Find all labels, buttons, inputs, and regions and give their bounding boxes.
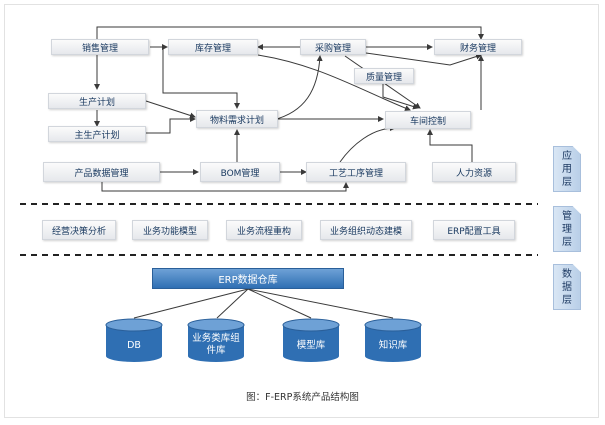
connector-warehouse-db [133,288,249,319]
node-master-plan: 主生产计划 [48,126,146,142]
connector-warehouse-component [216,288,249,319]
node-biz-model: 业务功能模型 [132,220,208,240]
node-workshop: 车间控制 [385,111,471,129]
layer-data-badge: 数据层 [553,264,581,310]
label-model: 模型库 [296,340,326,351]
layer-management-label: 管理层 [562,210,572,248]
connector-inventory-workshop [257,54,411,111]
connector-inventory-mrp [162,47,240,109]
node-product-data: 产品数据管理 [43,162,160,182]
diagram-frame [4,4,599,418]
node-process: 工艺工序管理 [306,162,406,182]
node-production-plan: 生产计划 [48,93,146,109]
figure-caption: 图：F-ERP系统产品结构图 [246,392,359,403]
node-purchasing: 采购管理 [300,39,366,55]
db-cylinder [105,318,163,362]
node-mrp: 物料需求计划 [196,110,278,128]
layer-data-label: 数据层 [562,268,572,306]
node-quality: 质量管理 [354,68,414,84]
connector-warehouse-model [247,288,312,319]
connector-product-process [101,182,349,192]
node-process-reorg: 业务流程重构 [226,220,302,240]
node-erp-config: ERP配置工具 [433,220,515,240]
database-cylinders [105,318,422,362]
connector-warehouse-knowledge [247,288,394,319]
connector-hr-workshop [427,129,473,162]
connector-quality-workshop [382,84,419,110]
layer-management-badge: 管理层 [553,206,581,252]
connector-production-mrp [145,100,196,119]
layer-application-badge: 应用层 [553,146,581,192]
label-db: DB [127,340,141,351]
component-cylinder [187,318,245,362]
layer-application-label: 应用层 [562,150,572,188]
model-cylinder [282,318,340,362]
node-org-model: 业务组织动态建模 [320,220,412,240]
connector-sales-finance [96,26,484,40]
node-hr: 人力资源 [432,162,516,182]
node-decision: 经营决策分析 [42,220,116,240]
label-component: 业务类库组件库 [192,333,240,356]
connector-quality-finance [365,52,482,66]
label-knowledge: 知识库 [378,340,408,351]
connector-master-mrp [146,116,196,134]
node-bom: BOM管理 [200,162,280,182]
connector-process-workshop [339,125,396,163]
node-inventory: 库存管理 [168,39,258,55]
node-sales: 销售管理 [51,39,149,55]
knowledge-cylinder [364,318,422,362]
node-erp-warehouse: ERP数据仓库 [152,268,344,289]
connector-mrp-purchasing [272,55,323,121]
node-finance: 财务管理 [434,39,522,55]
